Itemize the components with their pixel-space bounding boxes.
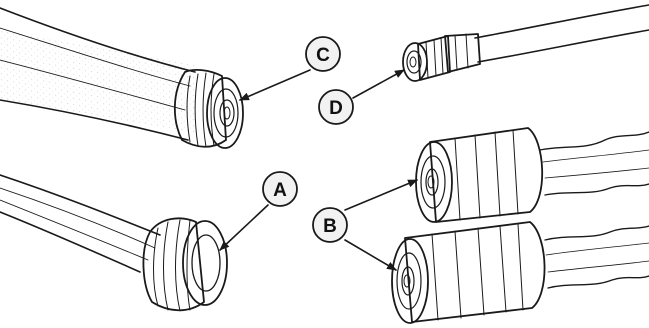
wand-top-left <box>0 7 196 141</box>
hose-b-lower <box>544 225 649 289</box>
leader-d <box>352 69 405 99</box>
callout-b: B <box>312 207 348 243</box>
coupling-b-lower <box>391 221 546 324</box>
nut-c <box>173 69 244 149</box>
coupling-b-upper <box>415 127 544 223</box>
callout-c: C <box>305 36 341 72</box>
nut-a <box>142 217 228 312</box>
callout-c-label: C <box>316 45 330 66</box>
leader-lines <box>219 69 418 271</box>
callout-a: A <box>262 171 298 207</box>
wand-bottom-left <box>0 174 161 273</box>
leader-a <box>219 204 269 251</box>
callout-b-label: B <box>323 216 337 237</box>
coupler-d <box>402 33 481 82</box>
leader-b-upper <box>344 179 418 211</box>
hose-top-right <box>474 4 649 63</box>
callout-d: D <box>318 89 354 125</box>
leader-c <box>239 69 311 101</box>
callout-a-label: A <box>273 180 287 201</box>
leader-b-lower <box>344 239 397 271</box>
callout-d-label: D <box>329 98 343 119</box>
hose-b-upper <box>539 131 649 196</box>
